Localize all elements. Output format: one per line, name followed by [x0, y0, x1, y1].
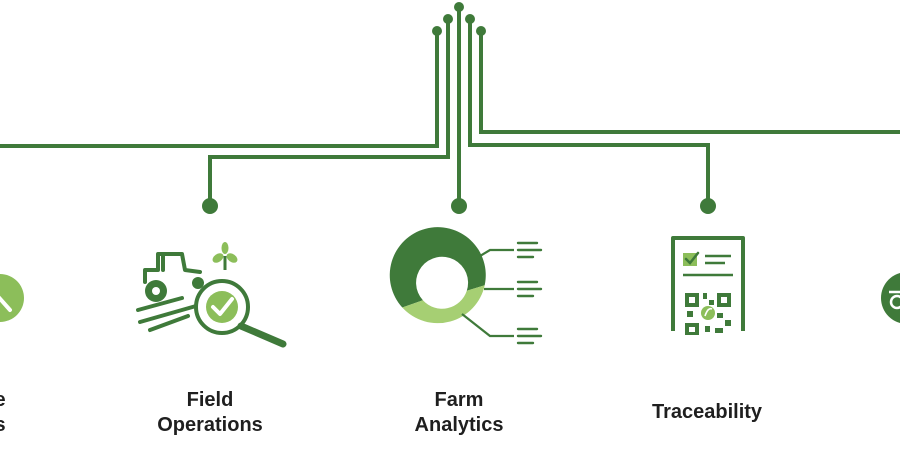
label-partial-left-line-1: e [0, 388, 12, 413]
node-traceability [700, 198, 716, 214]
node-farm-analytics [451, 198, 467, 214]
connector-far-left [0, 29, 439, 148]
node-top-2 [443, 14, 453, 24]
checklist-qr-code-icon [671, 236, 745, 335]
label-field-operations-line-2: Operations [157, 414, 263, 436]
label-field-operations: Field Operations [148, 388, 272, 438]
node-field-operations [202, 198, 218, 214]
tractor-magnifier-check-icon [136, 242, 287, 348]
label-partial-left: e s [0, 388, 12, 438]
label-partial-left-line-2: s [0, 413, 12, 438]
node-top-5 [476, 26, 486, 36]
node-top-3 [454, 2, 464, 12]
label-traceability-line-1: Traceability [651, 401, 763, 423]
node-top-1 [432, 26, 442, 36]
donut-chart-icon [389, 227, 543, 345]
connector-nodes [202, 2, 716, 214]
magnifier-partial-icon [0, 274, 24, 322]
connector-lines [0, 5, 900, 208]
label-farm-analytics-line-2: Analytics [414, 414, 504, 436]
label-farm-analytics: Farm Analytics [398, 388, 520, 438]
label-traceability: Traceability [636, 400, 778, 425]
label-farm-analytics-line-1: Farm [434, 389, 484, 411]
node-top-4 [465, 14, 475, 24]
tractor-badge-partial-icon [881, 272, 900, 324]
label-field-operations-line-1: Field [186, 389, 234, 411]
connector-far-right [479, 29, 900, 134]
connector-traceability [468, 17, 710, 208]
connector-field-operations [208, 17, 450, 208]
